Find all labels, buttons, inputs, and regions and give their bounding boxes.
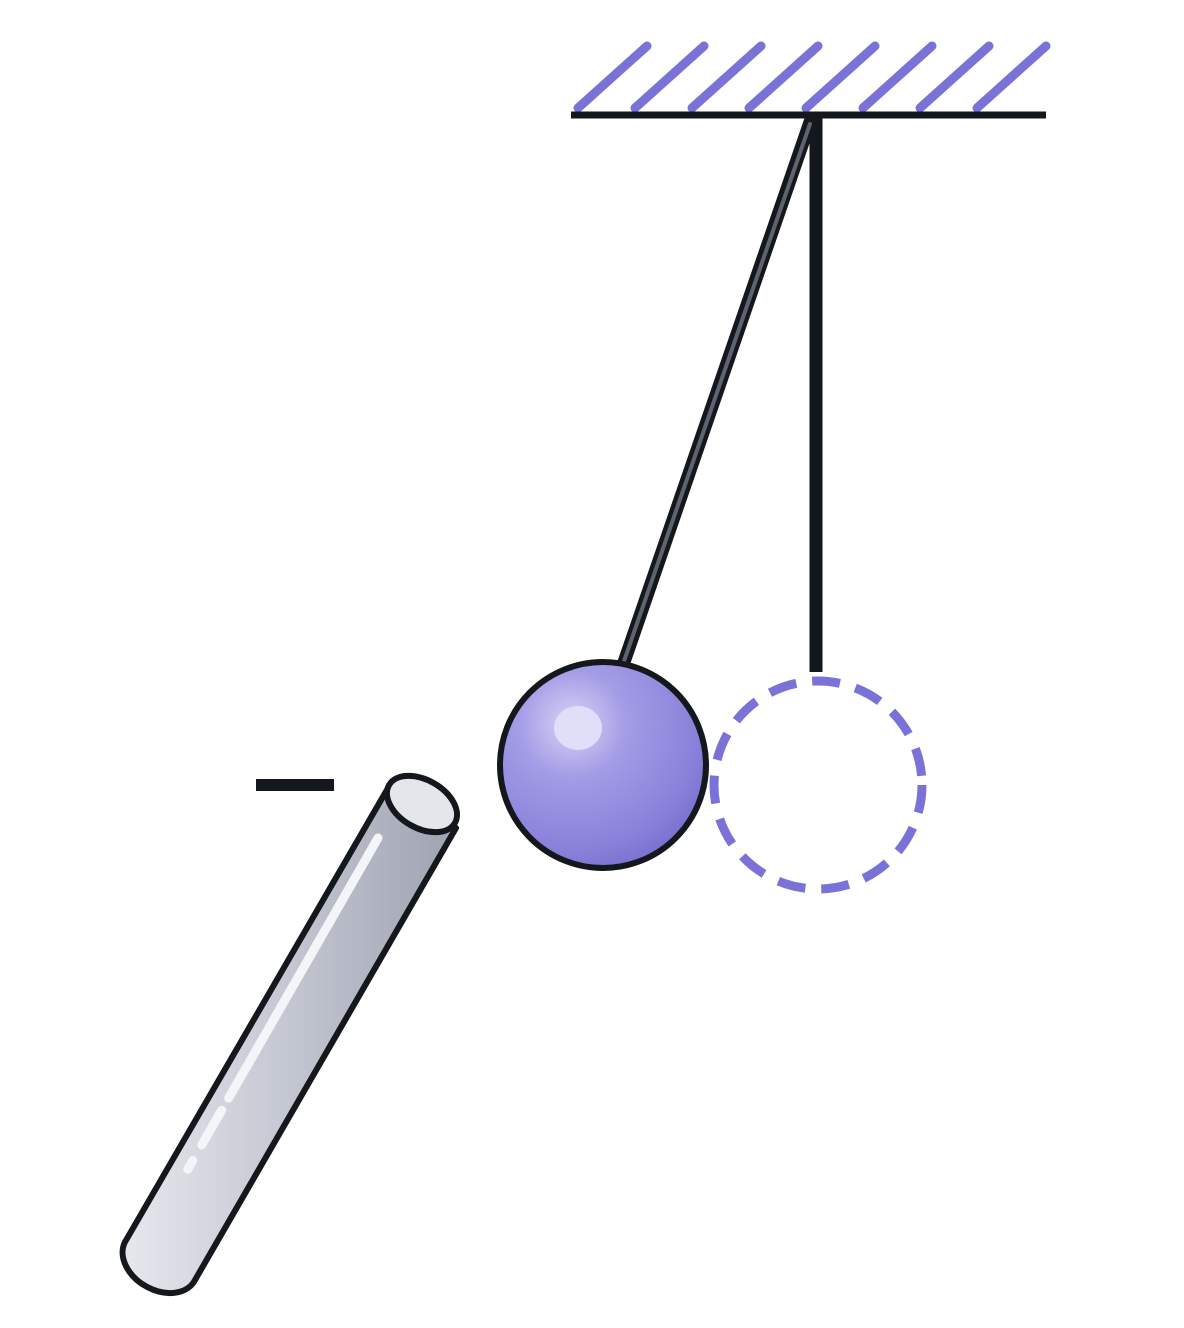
ceiling-hatch-lines: [573, 41, 1051, 113]
charged-ball: [497, 659, 709, 871]
negatively-charged-rod: [119, 772, 461, 1297]
deflected-string: [615, 115, 817, 675]
rod-end-cap: [383, 772, 461, 836]
rest-position-dashed-circle: [709, 676, 927, 894]
ceiling-support: [571, 41, 1051, 119]
ball-highlight: [554, 706, 602, 750]
negative-charge-sign: [256, 779, 334, 791]
rod-highlight: [145, 833, 383, 1240]
